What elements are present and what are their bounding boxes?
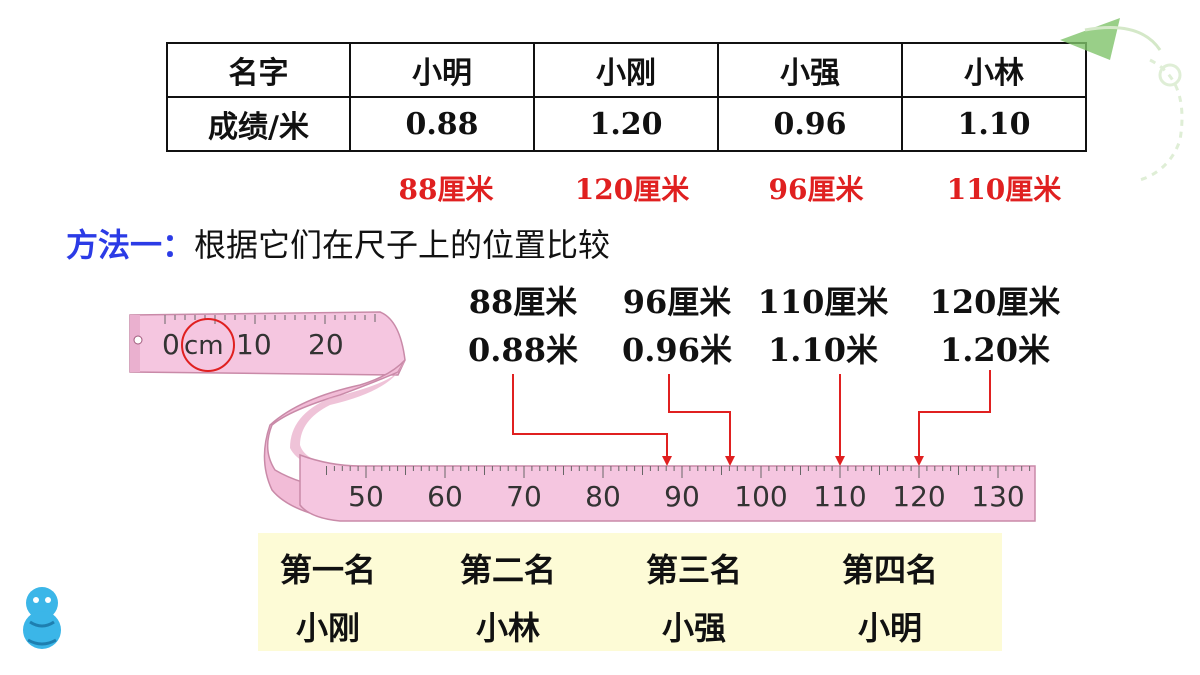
tape-top-segment: 0 cm 10 20 xyxy=(129,311,406,376)
table-header-score: 成绩/米 xyxy=(166,96,351,152)
tape-number: 90 xyxy=(664,480,700,513)
tape-number: 0 xyxy=(162,328,180,361)
table-row: 名字 小明 小刚 小强 小林 xyxy=(166,42,1087,98)
ranking-column: 第三名 小强 xyxy=(614,541,774,657)
ruler-label-cm: 120厘米 xyxy=(929,283,1061,321)
method-text: 根据它们在尺子上的位置比较 xyxy=(194,226,611,264)
pointer-arrows xyxy=(512,370,991,458)
tape-number: 110 xyxy=(813,480,866,513)
cm-conversion: 120厘米 xyxy=(574,173,690,206)
tape-number: 10 xyxy=(236,328,272,361)
arrowhead-icon xyxy=(662,456,672,466)
table-cell-score: 0.96 xyxy=(717,96,903,152)
table-header-name: 名字 xyxy=(166,42,351,98)
tape-number: 80 xyxy=(585,480,621,513)
ranking-box: 第一名 小刚 第二名 小林 第三名 小强 第四名 小明 xyxy=(258,533,1002,651)
arrow-88 xyxy=(512,374,668,458)
tape-number: 120 xyxy=(892,480,945,513)
cm-highlight-circle xyxy=(181,318,235,372)
tape-number: 100 xyxy=(734,480,787,513)
table-cell-name: 小明 xyxy=(349,42,535,98)
cm-conversion: 88厘米 xyxy=(398,173,494,206)
ruler-label-120: 120厘米 1.20米 xyxy=(910,278,1080,374)
ruler-label-cm: 96厘米 xyxy=(622,283,732,321)
method-title: 方法一： xyxy=(66,226,195,264)
ruler-label-110: 110厘米 1.10米 xyxy=(738,278,908,374)
tape-number: 130 xyxy=(971,480,1024,513)
tape-number: 50 xyxy=(348,480,384,513)
rank-place: 第四名 xyxy=(841,551,938,589)
arrow-120 xyxy=(918,370,991,458)
ruler-label-m: 0.96米 xyxy=(622,331,732,369)
score-table: 名字 小明 小刚 小强 小林 成绩/米 0.88 1.20 0.96 1.10 xyxy=(166,42,1087,152)
cm-conversion: 96厘米 xyxy=(768,173,864,206)
arrowhead-icon xyxy=(914,456,924,466)
tape-bottom-segment: 50 60 70 80 90 100 110 120 130 xyxy=(299,453,1036,522)
ranking-column: 第二名 小林 xyxy=(428,541,588,657)
rank-place: 第三名 xyxy=(645,551,742,589)
ruler-label-m: 0.88米 xyxy=(468,331,578,369)
ruler-label-m: 1.10米 xyxy=(768,331,878,369)
tape-unit: cm xyxy=(184,331,224,361)
ranking-column: 第一名 小刚 xyxy=(248,541,408,657)
table-cell-score: 1.20 xyxy=(533,96,719,152)
table-cell-name: 小林 xyxy=(901,42,1087,98)
ruler-label-cm: 110厘米 xyxy=(757,283,889,321)
table-cell-name: 小刚 xyxy=(533,42,719,98)
method-line: 方法一：根据它们在尺子上的位置比较 xyxy=(66,220,610,266)
rank-name: 小林 xyxy=(475,609,540,647)
cm-conversion: 110厘米 xyxy=(946,173,1062,206)
arrowhead-icon xyxy=(835,456,845,466)
rank-place: 第二名 xyxy=(459,551,556,589)
tape-number: 20 xyxy=(308,328,344,361)
rank-name: 小刚 xyxy=(295,609,360,647)
ruler-label-96: 96厘米 0.96米 xyxy=(592,278,762,374)
table-cell-score: 1.10 xyxy=(901,96,1087,152)
arrowhead-icon xyxy=(725,456,735,466)
table-cell-score: 0.88 xyxy=(349,96,535,152)
table-cell-name: 小强 xyxy=(717,42,903,98)
tape-number: 60 xyxy=(427,480,463,513)
number-eight-mascot-icon xyxy=(23,587,61,649)
table-row: 成绩/米 0.88 1.20 0.96 1.10 xyxy=(166,96,1087,152)
rank-name: 小明 xyxy=(857,609,922,647)
ruler-label-m: 1.20米 xyxy=(940,331,1050,369)
tape-number: 70 xyxy=(506,480,542,513)
ruler-label-cm: 88厘米 xyxy=(468,283,578,321)
arrow-96 xyxy=(668,374,731,458)
ranking-column: 第四名 小明 xyxy=(810,541,970,657)
rank-place: 第一名 xyxy=(279,551,376,589)
leaf-decoration-icon xyxy=(1060,18,1184,182)
rank-name: 小强 xyxy=(661,609,726,647)
ruler-label-88: 88厘米 0.88米 xyxy=(438,278,608,374)
